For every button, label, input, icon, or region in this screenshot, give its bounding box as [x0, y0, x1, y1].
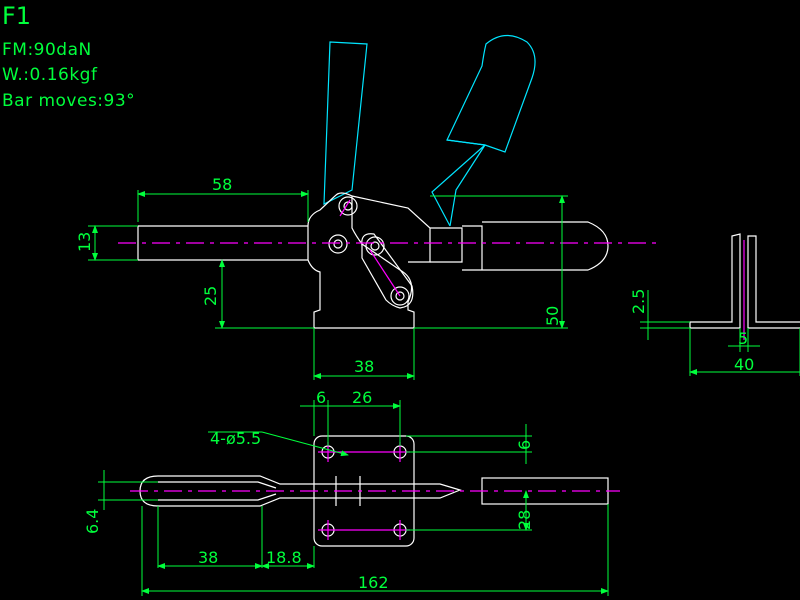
dim-40: 40	[734, 355, 754, 374]
dim-38-bottom: 38	[198, 548, 218, 567]
dim-50: 50	[543, 306, 562, 326]
dim-5: 5	[738, 329, 748, 348]
dim-6-right: 6	[515, 440, 534, 450]
dim-38-front: 38	[354, 357, 374, 376]
pivot-mid	[328, 234, 348, 254]
hole-callout: 4-ø5.5	[210, 429, 261, 448]
side-view: 2.5 5 40	[629, 233, 800, 376]
top-view: 6 26 4-ø5.5 6 28 6.4 38 18.8 162	[83, 388, 620, 596]
pivot-top	[338, 196, 358, 216]
handle-alt-position	[323, 41, 368, 205]
spec-force: FM:90daN	[2, 40, 92, 60]
dim-13: 13	[75, 232, 94, 252]
dim-2-5: 2.5	[629, 289, 648, 314]
base-angle	[689, 233, 741, 329]
pivot-bottom	[390, 286, 410, 306]
lever-raised	[446, 34, 536, 153]
dim-26: 26	[352, 388, 372, 407]
front-view: 58 13 25 50 38	[75, 34, 662, 380]
dim-25: 25	[201, 286, 220, 306]
dim-6-top: 6	[316, 388, 326, 407]
dim-6-4: 6.4	[83, 509, 102, 534]
spec-bar-moves: Bar moves:93°	[2, 91, 136, 111]
drawing-title: F1	[2, 2, 32, 30]
plunger-right	[462, 221, 609, 271]
dim-58: 58	[212, 175, 232, 194]
link-arm	[361, 233, 414, 309]
dim-28: 28	[515, 510, 534, 530]
pivot-link	[365, 236, 385, 256]
dim-162: 162	[358, 573, 389, 592]
dim-18-8: 18.8	[266, 548, 302, 567]
spec-weight: W.:0.16kgf	[2, 65, 98, 85]
